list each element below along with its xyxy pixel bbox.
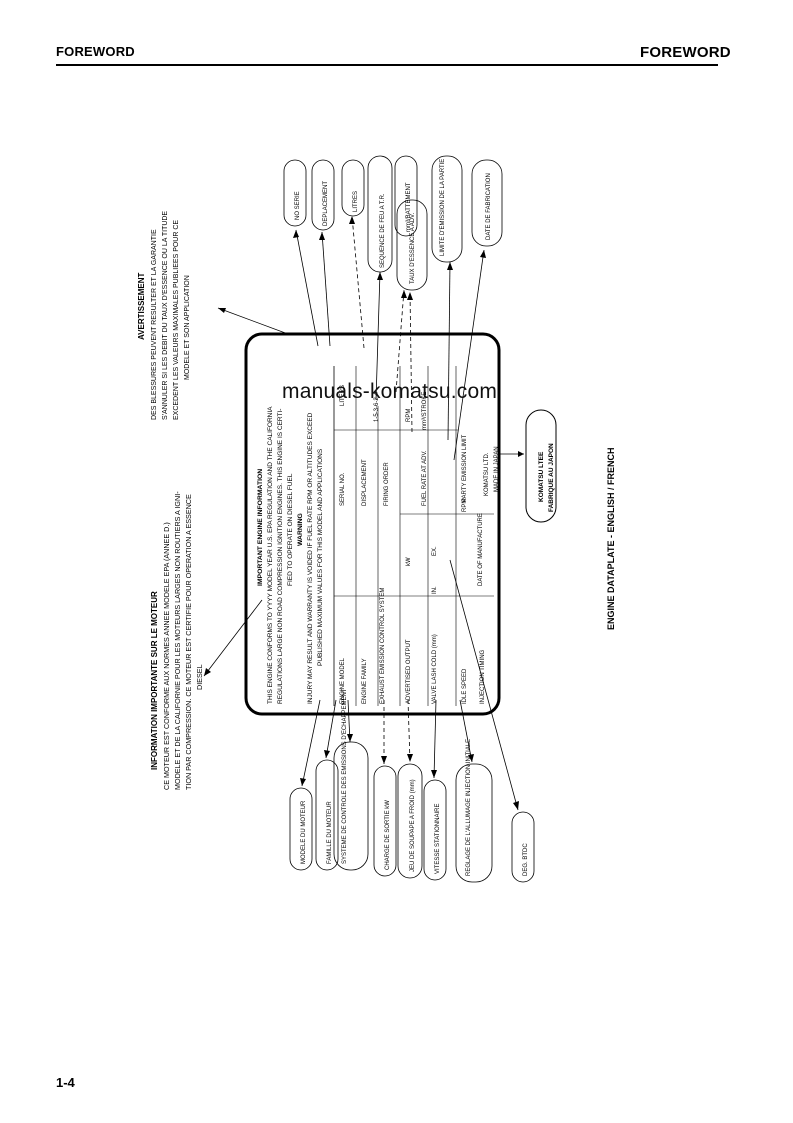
plate-rpm: RPM <box>462 499 468 512</box>
french-warning-title: AVERTISSEMENT <box>137 272 146 340</box>
plate-serial-no: SERIAL NO. <box>340 472 346 506</box>
dataplate-border <box>244 332 501 716</box>
plate-displacement: DISPLACEMENT <box>362 459 368 506</box>
plate-statement-2: REGULATIONS LARGE NON ROAD COMPRESSION I… <box>277 409 284 704</box>
caption: ENGINE DATAPLATE - ENGLISH / FRENCH <box>606 447 616 630</box>
french-info-line-1: CE MOTEUR EST CONFORME AUX NORMES ANNEE … <box>162 522 171 790</box>
french-info-line-2: MODELE ET DE LA CALIFORNIE POUR LES MOTE… <box>173 491 182 790</box>
plate-title: IMPORTANT ENGINE INFORMATION <box>257 469 264 586</box>
bottom-label-6: VITESSE STATIONNAIRE <box>435 804 441 874</box>
header-right: FOREWORD <box>640 44 731 61</box>
bottom-label-4: CHARGE DE SORTIE kW <box>385 800 391 870</box>
plate-valve-lash: VALVE LASH COLD (mm) <box>432 634 438 704</box>
caption-group: ENGINE DATAPLATE - ENGLISH / FRENCH <box>606 447 616 630</box>
plate-statement-1: THIS ENGINE CONFORMS TO YYYY MODEL YEAR … <box>267 406 274 704</box>
plate-exhaust-emission: EXHAUST EMISSION CONTROL SYSTEM <box>380 588 386 704</box>
french-info-line-4: DIESEL <box>195 664 204 690</box>
plate-engine-model: ENGINE MODEL <box>340 657 346 704</box>
french-warning-line-1: DES BLESSURES PEUVENT RESULTER ET LA GAR… <box>151 229 158 420</box>
plate-warning-1: INJURY MAY RESULT AND WARRANTY IS VOIDED… <box>307 412 314 704</box>
bottom-labels: MODELE DU MOTEUR FAMILLE DU MOTEUR SYSTE… <box>289 688 535 883</box>
plate-party-emission: PARTY EMISSION LIMIT <box>462 434 468 502</box>
top-label-4: SEQUENCE DE FEU A T.R. <box>380 193 386 268</box>
french-warning-line-4: MODELE ET SON APPLICATION <box>184 275 191 380</box>
komatsu-label-text: KOMATSU LTEE FABRIQUE AU JAPON <box>538 443 555 512</box>
plate-firing-seq: 1-5-3-6-2-4 <box>374 391 380 422</box>
page-number: 1-4 <box>56 1075 75 1090</box>
plate-fuel-rate: FUEL RATE AT ADV. <box>422 450 428 506</box>
bottom-label-2: FAMILLE DU MOTEUR <box>327 801 333 864</box>
bottom-label-5: JEU DE SOUPAPE A FROID (mm) <box>410 779 416 872</box>
plate-firing-order: FIRING ORDER <box>384 462 390 506</box>
plate-idle-speed: IDLE SPEED <box>462 668 468 704</box>
french-info-title: INFORMATION IMPORTANTE SUR LE MOTEUR <box>150 591 159 770</box>
bottom-label-8: DEG. BTDC <box>523 843 529 876</box>
plate-date-of-manufacture: DATE OF MANUFACTURE <box>478 513 484 586</box>
plate-liters: LITERS <box>340 385 346 406</box>
komatsu-label-line-2: FABRIQUE AU JAPON <box>548 443 555 512</box>
bottom-label-7: REGLAGE DE L'ALLUMAGE INJECTION INITIALE <box>466 739 472 876</box>
bottom-leaders <box>203 559 519 811</box>
top-arrowheads <box>218 216 486 313</box>
plate-rpm-right: RPM <box>406 409 412 422</box>
french-warning-line-3: EXCEDENT LES VALEURS MAXIMALES PUBLIEES … <box>173 220 180 420</box>
header-rule <box>56 64 718 66</box>
plate-warning-2: PUBLISHED MAXIMUM VALUES FOR THIS MODEL … <box>317 448 324 666</box>
plate-kw: kW <box>406 557 412 566</box>
bottom-label-3: SYSTEME DE CONTROLE DES EMISSIONS D'ECHA… <box>342 688 348 864</box>
plate-statement-3: FIED TO OPERATE ON DIESEL FUEL <box>287 473 294 586</box>
bottom-arrowheads <box>204 668 519 810</box>
top-leaders <box>217 215 485 461</box>
top-label-6: TAUX D'ESSENCE A ADV. <box>410 212 416 284</box>
plate-warning-title: WARNING <box>297 513 304 546</box>
plate-advertised-output: ADVERTISED OUTPUT <box>406 639 412 704</box>
bottom-label-1: MODELE DU MOTEUR <box>301 800 307 864</box>
top-label-1: NO SERIE <box>295 191 301 220</box>
plate-made-in: MADE IN JAPAN <box>494 446 500 492</box>
top-label-2: DEPLACEMENT <box>323 181 329 226</box>
dataplate-text: IMPORTANT ENGINE INFORMATION THIS ENGINE… <box>257 366 500 706</box>
header-left: FOREWORD <box>56 44 135 59</box>
plate-ex: EX. <box>432 546 438 556</box>
french-info-block: INFORMATION IMPORTANTE SUR LE MOTEUR CE … <box>150 491 204 790</box>
plate-mm3-stroke: mm³/STROKE <box>422 392 428 430</box>
plate-in: IN. <box>432 586 438 594</box>
top-label-3: LITRES <box>353 191 359 212</box>
komatsu-label-line-1: KOMATSU LTEE <box>538 451 545 502</box>
komatsu-label-capsule <box>525 409 557 523</box>
top-labels: NO SERIE DEPLACEMENT LITRES SEQUENCE DE … <box>283 155 503 291</box>
top-label-8: DATE DE FABRICATION <box>486 173 492 240</box>
french-warning-block: AVERTISSEMENT DES BLESSURES PEUVENT RESU… <box>137 211 191 420</box>
french-info-line-3: TION PAR COMPRESSION. CE MOTEUR EST CERT… <box>184 494 193 790</box>
plate-engine-family: ENGINE FAMILY <box>362 658 368 704</box>
top-label-5: mm³/BATTEMENT <box>406 182 412 232</box>
french-warning-line-2: S'ANNULER SI LES DEBIT DU TAUX D'ESSENCE… <box>162 211 169 420</box>
plate-komatsu: KOMATSU LTD. <box>484 452 490 496</box>
plate-injection-timing: INJECTION TIMING <box>480 649 486 704</box>
watermark: manuals-komatsu.com <box>282 380 498 403</box>
top-label-7: LIMITE D'EMISSION DE LA PARTIE <box>440 159 446 256</box>
